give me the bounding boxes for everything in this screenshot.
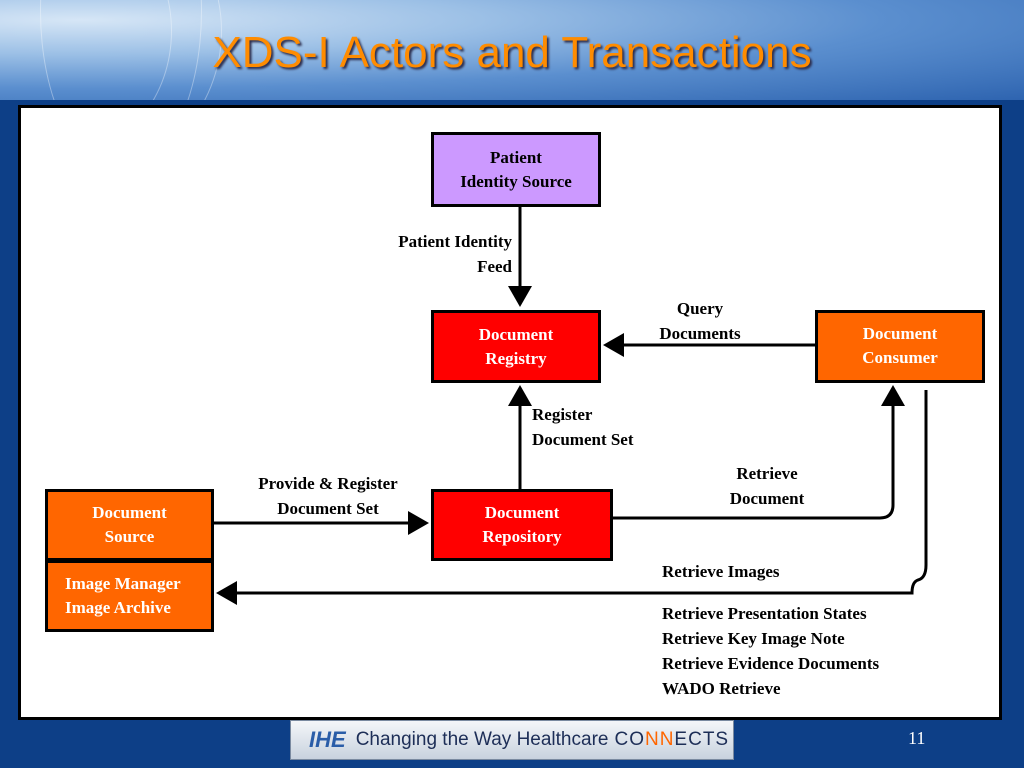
footer-connects: CONNECTS xyxy=(614,729,729,751)
actor-label: Document xyxy=(862,324,938,343)
actor-label: Patient xyxy=(490,147,542,167)
transaction-label-line: Query xyxy=(676,299,724,318)
document-consumer-box: Document Consumer xyxy=(815,310,985,383)
connects-highlight: NN xyxy=(644,729,675,750)
actor-label: Document xyxy=(484,503,560,522)
actor-label: Repository xyxy=(482,527,562,546)
transaction-label-line: Patient Identity xyxy=(398,232,512,251)
page-number: 11 xyxy=(908,728,926,748)
actor-label: Document xyxy=(92,503,167,522)
connects-part: CO xyxy=(614,729,645,750)
document-repository-box: Document Repository xyxy=(431,489,613,561)
actor-label: Document xyxy=(478,324,554,344)
actor-label: Image Archive xyxy=(65,598,171,617)
actor-label: Identity Source xyxy=(460,171,572,191)
transaction-label-line: Retrieve Evidence Documents xyxy=(662,654,880,673)
query-documents-label: Query Documents xyxy=(630,296,770,346)
transaction-label-line: Retrieve Presentation States xyxy=(662,604,867,623)
transaction-label-line: Retrieve Key Image Note xyxy=(662,629,845,648)
transaction-label-line: Document Set xyxy=(277,499,379,518)
retrieve-document-arrow xyxy=(612,385,905,520)
actor-label: Image Manager xyxy=(65,574,181,593)
transaction-label-line: Retrieve xyxy=(736,464,798,483)
actor-label: Consumer xyxy=(862,348,938,367)
provide-register-label: Provide & Register Document Set xyxy=(228,471,428,521)
register-document-set-label: Register Document Set xyxy=(532,402,692,452)
retrieve-images-arrow xyxy=(216,390,928,605)
transaction-label-line: WADO Retrieve xyxy=(662,679,781,698)
transaction-label-line: Document Set xyxy=(532,430,634,449)
footer-tagline: Changing the Way Healthcare xyxy=(355,729,609,750)
transaction-label-line: Documents xyxy=(659,324,741,343)
patient-identity-feed-label: Patient Identity Feed xyxy=(340,229,512,279)
footer-banner: IHE Changing the Way Healthcare CONNECTS xyxy=(290,720,734,760)
document-registry-box: Document Registry xyxy=(431,310,601,383)
connects-part: ECTS xyxy=(674,729,730,750)
retrieve-images-label: Retrieve Images xyxy=(662,562,780,581)
slide-header: XDS-I Actors and Transactions xyxy=(0,0,1024,100)
ihe-logo: IHE xyxy=(309,727,346,752)
image-manager-box: Image Manager Image Archive xyxy=(45,560,214,632)
transaction-label-line: Provide & Register xyxy=(258,474,398,493)
actor-label: Source xyxy=(104,527,155,546)
imaging-transactions-list: Retrieve Presentation States Retrieve Ke… xyxy=(662,601,962,701)
patient-identity-source-box: Patient Identity Source xyxy=(431,132,601,207)
slide-title: XDS-I Actors and Transactions xyxy=(212,28,812,77)
transaction-label-line: Register xyxy=(532,405,593,424)
actor-label: Registry xyxy=(485,348,547,368)
transaction-label-line: Feed xyxy=(477,257,512,276)
document-source-box: Document Source xyxy=(45,489,214,561)
transaction-label-line: Document xyxy=(729,489,805,508)
retrieve-document-label: Retrieve Document xyxy=(700,461,834,511)
